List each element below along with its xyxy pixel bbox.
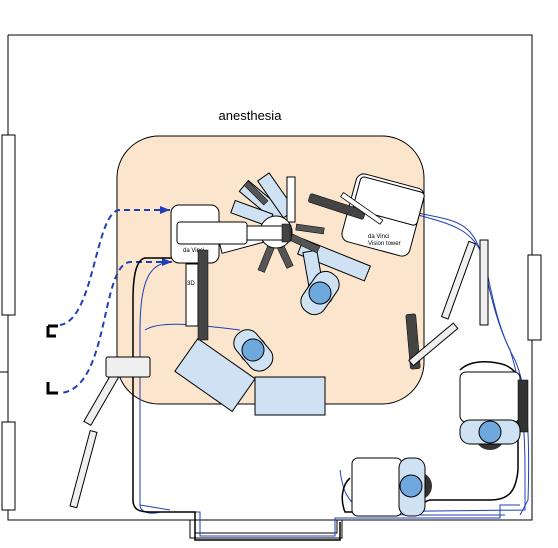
blue-cable-inner xyxy=(139,323,241,511)
bottom-door xyxy=(189,519,343,539)
room-walls xyxy=(7,34,533,521)
surgeon-console-right xyxy=(459,371,529,450)
left-wall-doors xyxy=(0,134,16,511)
patient-side-arms xyxy=(218,172,372,301)
blue-cable-left xyxy=(139,261,520,537)
wall-sockets xyxy=(46,324,58,395)
robot-cart-label: da Vinci xyxy=(183,248,204,254)
monitor-booms xyxy=(69,239,489,509)
staff-bedside xyxy=(300,270,340,316)
vision-tower-label-2: Vision tower xyxy=(368,241,401,247)
vision-tower-label-1: da Vinci xyxy=(368,234,389,240)
staff-assistant xyxy=(233,329,274,372)
3d-monitor-label: 3D xyxy=(187,281,195,287)
3d-monitor-screen xyxy=(197,249,209,341)
left-door-lower xyxy=(1,421,16,511)
black-cable xyxy=(132,257,341,541)
robot-cart: da Vinci xyxy=(170,204,248,264)
left-boom-head xyxy=(105,356,151,378)
surgeon-console-bottom xyxy=(351,457,432,517)
dashed-cable-lower xyxy=(59,261,172,394)
left-door-upper xyxy=(1,134,16,316)
back-table-2 xyxy=(254,376,326,416)
robot-cart-arm xyxy=(176,221,248,245)
black-cable-right xyxy=(341,360,520,513)
3d-monitor: 3D xyxy=(185,249,209,341)
back-tables xyxy=(174,337,326,416)
cables xyxy=(59,206,530,541)
staff-figures xyxy=(233,270,340,372)
dashed-cable-upper xyxy=(59,209,170,326)
zone-label: anesthesia xyxy=(219,108,283,123)
right-door xyxy=(527,254,542,341)
blue-cable-right-2 xyxy=(417,214,530,516)
back-table-1 xyxy=(174,337,256,413)
